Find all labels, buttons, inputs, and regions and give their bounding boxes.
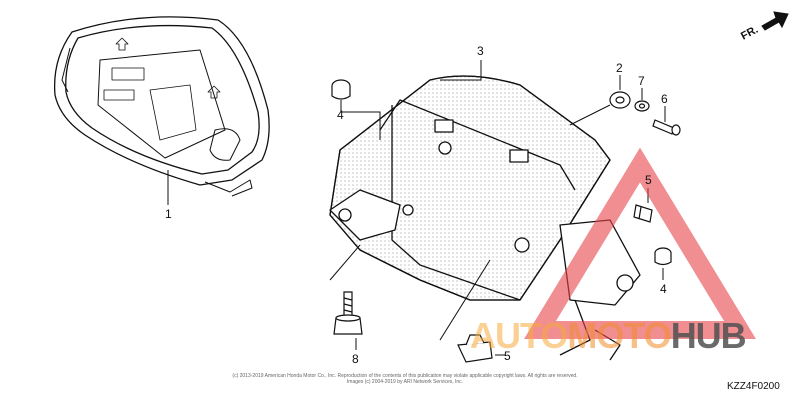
watermark-part-auto: AUTO <box>470 315 568 356</box>
diagram-code: KZZ4F0200 <box>727 381 780 392</box>
callout-part-7: 7 <box>638 74 645 88</box>
collar <box>634 100 650 112</box>
meter-assembly <box>53 16 270 197</box>
callout-part-3: 3 <box>477 44 484 58</box>
leader-line-4a <box>340 100 381 140</box>
clip-lower <box>457 334 493 363</box>
watermark-triangle-icon <box>524 147 756 339</box>
callout-part-4-lower: 4 <box>660 282 667 296</box>
callout-part-8: 8 <box>352 352 359 366</box>
watermark-logo: AUTOMOTOHUB <box>470 315 747 356</box>
callout-part-5-right: 5 <box>645 173 652 187</box>
grommet-lower <box>654 247 672 266</box>
leader-lines-3 <box>440 60 482 81</box>
front-direction-arrow-icon <box>761 11 789 31</box>
watermark-part-moto: MOTO <box>567 315 671 356</box>
watermark-part-hub: HUB <box>670 315 747 356</box>
callout-part-1: 1 <box>165 207 172 221</box>
grommet-upper <box>331 79 351 100</box>
meter-case <box>329 75 641 361</box>
copyright-notice: (c) 2013-2019 American Honda Motor Co., … <box>232 373 578 385</box>
callout-part-5-lower: 5 <box>504 349 511 363</box>
bolt <box>333 291 363 335</box>
callout-part-2: 2 <box>616 61 623 75</box>
callout-part-6: 6 <box>661 92 668 106</box>
leader-line-case-right <box>569 104 611 126</box>
screw <box>652 119 681 136</box>
leader-line-5b-up <box>439 259 491 341</box>
callout-part-4-upper: 4 <box>337 108 344 122</box>
rubber-mount <box>609 91 631 109</box>
clip-right <box>633 204 653 223</box>
leader-line-8-up <box>329 244 361 281</box>
